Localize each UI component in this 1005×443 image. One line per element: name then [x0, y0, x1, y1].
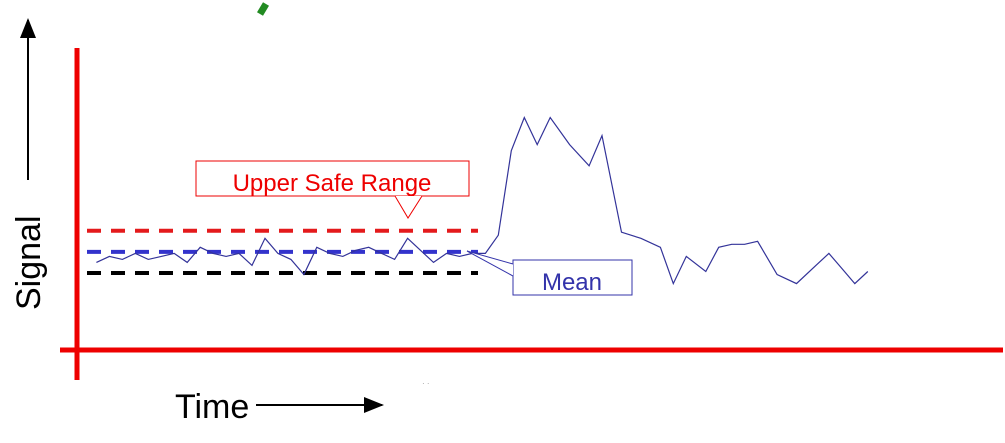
cropped-title-fragment	[256, 2, 270, 16]
mean-callout-pointer	[466, 250, 514, 277]
y-axis-label: Signal	[10, 215, 48, 310]
upper-safe-range-label: Upper Safe Range	[233, 170, 432, 197]
mean-label: Mean	[542, 269, 602, 296]
mean-callout	[512, 259, 633, 296]
x-axis-label: Time	[175, 388, 249, 426]
upper-safe-range-callout-pointer	[394, 195, 423, 219]
artifact-dot: · ·	[422, 379, 430, 388]
signal-series-line	[96, 115, 869, 286]
upper-safe-range-callout	[195, 160, 470, 197]
